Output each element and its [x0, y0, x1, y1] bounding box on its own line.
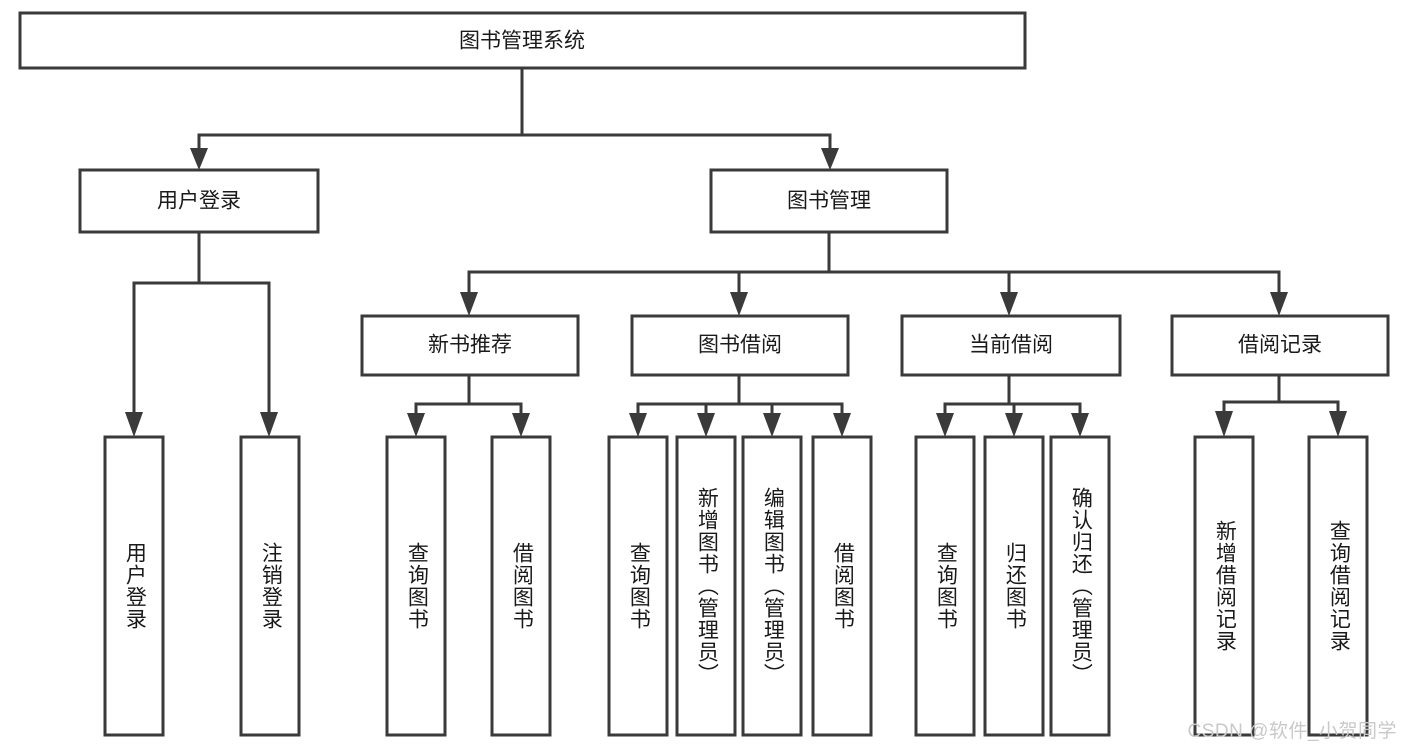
- leaf-box-bb-query-book[interactable]: [607, 435, 669, 737]
- node-borrow-record-box[interactable]: [1170, 314, 1390, 377]
- leaf-box-nb-query-book[interactable]: [385, 435, 447, 737]
- arrow-head-icon: [260, 412, 278, 437]
- leaf-box-bb-add-book[interactable]: [675, 435, 737, 737]
- leaf-box-logout[interactable]: [239, 435, 301, 737]
- connector-newbook-to-leaves: [407, 373, 530, 437]
- node-root-label: 图书管理系统: [459, 30, 585, 53]
- arrow-head-icon: [1071, 413, 1089, 437]
- node-new-book-recommend-box[interactable]: [360, 314, 580, 377]
- node-user-login-box[interactable]: [78, 168, 320, 234]
- leaf-box-bb-edit-book[interactable]: [741, 435, 803, 737]
- leaf-box-nb-borrow-book[interactable]: [490, 435, 552, 737]
- arrow-head-icon: [407, 413, 425, 437]
- node-borrow-record[interactable]: 借阅记录: [1170, 314, 1390, 377]
- connector-bookmgmt-to-level3: [460, 230, 1288, 316]
- arrow-head-icon: [629, 413, 647, 437]
- node-current-borrow[interactable]: 当前借阅: [900, 314, 1122, 377]
- node-book-borrow-label: 图书借阅: [698, 334, 782, 357]
- connector-currentborrow-to-leaves: [936, 373, 1089, 437]
- arrow-head-icon: [1329, 411, 1347, 437]
- arrow-head-icon: [936, 413, 954, 437]
- connector-root-to-level2: [190, 66, 839, 170]
- node-new-book-recommend[interactable]: 新书推荐: [360, 314, 580, 377]
- arrow-head-icon: [460, 292, 478, 316]
- leaf-box-br-query-record[interactable]: [1307, 435, 1369, 737]
- arrow-head-icon: [833, 413, 851, 437]
- node-user-login[interactable]: 用户登录: [78, 168, 320, 234]
- node-book-management-label: 图书管理: [787, 190, 871, 213]
- node-root[interactable]: 图书管理系统: [18, 11, 1027, 70]
- arrow-head-icon: [763, 413, 781, 437]
- arrow-head-icon: [1005, 413, 1023, 437]
- node-current-borrow-label: 当前借阅: [969, 334, 1053, 357]
- arrow-head-icon: [190, 148, 208, 170]
- node-book-management-box[interactable]: [709, 168, 949, 234]
- connector-bookborrow-to-leaves: [629, 373, 851, 437]
- leaf-box-br-add-record[interactable]: [1193, 435, 1255, 737]
- connector-userlogin-to-leaves: [125, 230, 278, 437]
- node-current-borrow-box[interactable]: [900, 314, 1122, 377]
- arrow-head-icon: [697, 413, 715, 437]
- node-user-login-label: 用户登录: [157, 190, 241, 213]
- arrow-head-icon: [125, 412, 143, 437]
- leaf-box-cb-confirm-return[interactable]: [1049, 435, 1111, 737]
- leaf-box-cb-query-book[interactable]: [914, 435, 976, 737]
- arrow-head-icon: [1215, 411, 1233, 437]
- leaf-box-user-login[interactable]: [103, 435, 165, 737]
- arrow-head-icon: [1270, 292, 1288, 316]
- node-new-book-recommend-label: 新书推荐: [428, 334, 512, 357]
- arrow-head-icon: [1000, 292, 1018, 316]
- node-root-box[interactable]: [18, 11, 1027, 70]
- leaf-box-cb-return-book[interactable]: [983, 435, 1045, 737]
- leaf-box-bb-borrow-book[interactable]: [811, 435, 873, 737]
- arrow-head-icon: [730, 292, 748, 316]
- node-book-borrow[interactable]: 图书借阅: [630, 314, 850, 377]
- arrow-head-icon: [512, 413, 530, 437]
- watermark-text: CSDN @软件_小贺同学: [1187, 721, 1397, 742]
- arrow-head-icon: [821, 148, 839, 170]
- node-borrow-record-label: 借阅记录: [1238, 334, 1322, 357]
- node-book-management[interactable]: 图书管理: [709, 168, 949, 234]
- connector-borrowrecord-to-leaves: [1215, 373, 1347, 437]
- node-book-borrow-box[interactable]: [630, 314, 850, 377]
